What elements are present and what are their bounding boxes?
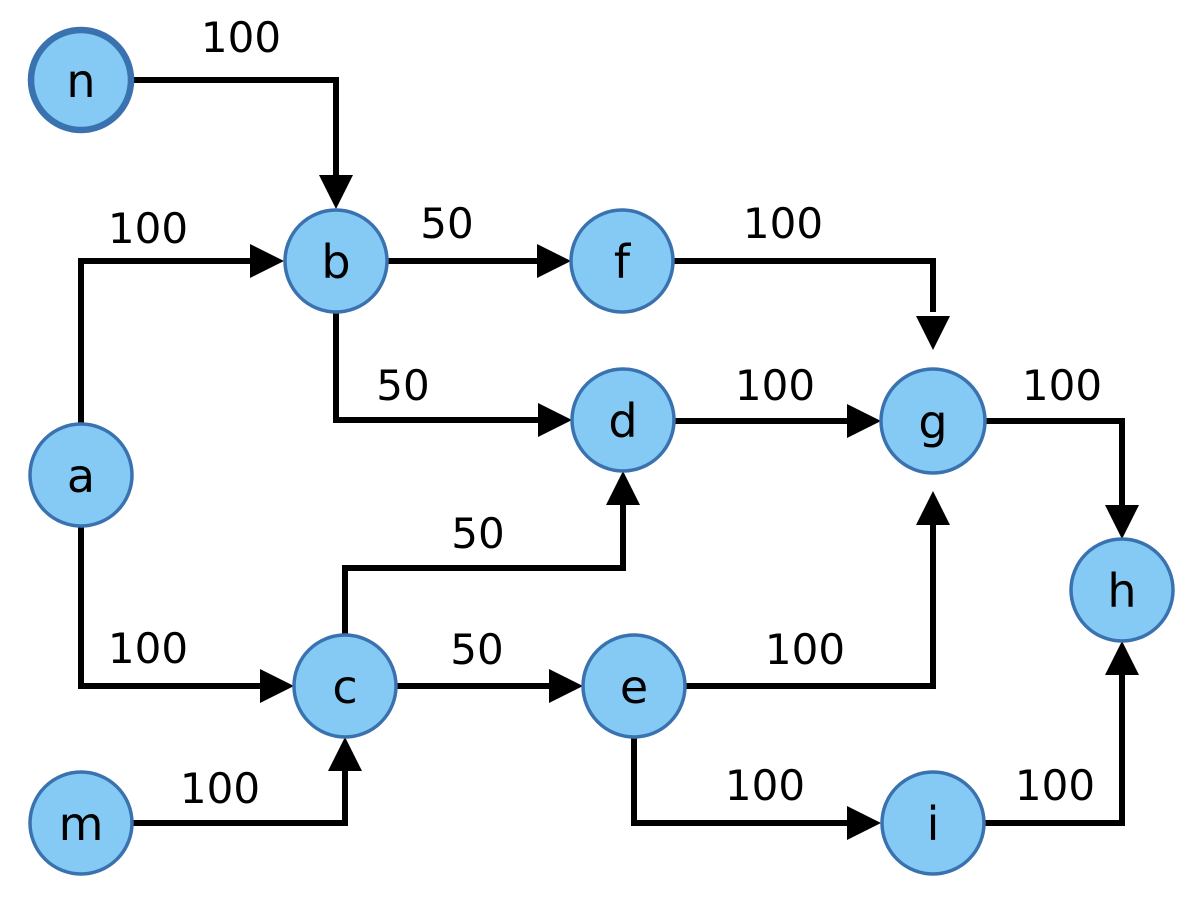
- node-label-f: f: [614, 235, 632, 289]
- edge-line-m-c: [132, 756, 348, 826]
- edge-line-i-h: [984, 660, 1125, 826]
- edge-a-b: [78, 244, 284, 424]
- node-label-a: a: [67, 449, 95, 503]
- arrowhead-icon-g-h: [1105, 505, 1139, 539]
- edge-line-n-b: [131, 77, 339, 190]
- node-circle-g[interactable]: [879, 367, 987, 475]
- arrowhead-icon-d-g: [847, 404, 881, 438]
- node-circle-c[interactable]: [292, 633, 398, 739]
- node-circle-i[interactable]: [880, 770, 986, 876]
- edge-weight-label-b-f: 50: [420, 199, 473, 248]
- node-label-e: e: [620, 660, 648, 714]
- edge-weight-label-g-h: 100: [1022, 361, 1102, 410]
- node-circle-a[interactable]: [28, 422, 134, 528]
- node-circle-n[interactable]: [27, 26, 135, 134]
- node-circle-m[interactable]: [28, 770, 134, 876]
- node-d[interactable]: d: [570, 367, 676, 473]
- edge-c-e: [396, 669, 583, 703]
- arrowhead-icon-n-b: [319, 175, 353, 209]
- edge-weight-label-i-h: 100: [1015, 761, 1095, 810]
- edge-weight-label-e-i: 100: [725, 761, 805, 810]
- edge-weight-label-a-b: 100: [108, 204, 188, 253]
- node-i[interactable]: i: [880, 770, 986, 876]
- edge-g-h: [985, 418, 1139, 539]
- node-label-m: m: [59, 797, 104, 851]
- arrowhead-icon-a-c: [260, 669, 294, 703]
- node-e[interactable]: e: [581, 633, 687, 739]
- edge-labels-layer: 100 100 50 50 100 100 100 100 50 50 100 100 100 100: [108, 13, 1102, 813]
- edge-n-b: [131, 77, 353, 209]
- edge-line-g-h: [985, 418, 1125, 520]
- edge-m-c: [132, 737, 362, 826]
- node-circle-f[interactable]: [569, 208, 675, 314]
- edge-f-g: [673, 258, 950, 350]
- edge-weight-label-d-g: 100: [735, 361, 815, 410]
- edge-a-c: [78, 526, 294, 703]
- edges-layer: [78, 77, 1139, 840]
- edge-line-e-i: [631, 737, 862, 826]
- arrowhead-icon-c-d: [606, 471, 640, 505]
- node-circle-b[interactable]: [283, 208, 389, 314]
- arrowhead-icon-a-b: [250, 244, 284, 278]
- edge-line-e-g: [685, 510, 936, 689]
- edge-weight-label-e-g: 100: [765, 625, 845, 674]
- node-f[interactable]: f: [569, 208, 675, 314]
- arrowhead-icon-b-f: [537, 244, 571, 278]
- node-m[interactable]: m: [28, 770, 134, 876]
- edge-weight-label-m-c: 100: [180, 764, 260, 813]
- node-n[interactable]: n: [27, 26, 135, 134]
- edge-d-g: [674, 404, 881, 438]
- edge-weight-label-b-d: 50: [376, 361, 429, 410]
- edge-line-c-d: [342, 490, 626, 635]
- node-c[interactable]: c: [292, 633, 398, 739]
- node-label-c: c: [332, 660, 357, 714]
- node-circle-e[interactable]: [581, 633, 687, 739]
- node-circle-h[interactable]: [1069, 537, 1175, 643]
- arrowhead-icon-e-i: [847, 806, 881, 840]
- edge-e-i: [631, 737, 881, 840]
- node-label-g: g: [918, 395, 947, 449]
- node-label-n: n: [66, 54, 95, 108]
- edge-weight-label-n-b: 100: [201, 13, 281, 62]
- arrowhead-icon-b-d: [538, 403, 572, 437]
- edge-b-f: [387, 244, 571, 278]
- edge-line-a-b: [78, 258, 265, 424]
- nodes-layer: n b f a d g h c e m i: [27, 26, 1175, 876]
- edge-c-d: [342, 471, 640, 635]
- edge-weight-label-c-e: 50: [450, 625, 503, 674]
- node-label-h: h: [1107, 564, 1136, 618]
- arrowhead-icon-m-c: [328, 737, 362, 771]
- edge-weight-label-a-c: 100: [108, 624, 188, 673]
- arrowhead-icon-c-e: [549, 669, 583, 703]
- node-label-d: d: [608, 394, 637, 448]
- edge-line-b-d: [333, 312, 553, 423]
- arrowhead-icon-f-g: [916, 316, 950, 350]
- node-h[interactable]: h: [1069, 537, 1175, 643]
- node-g[interactable]: g: [879, 367, 987, 475]
- node-b[interactable]: b: [283, 208, 389, 314]
- arrowhead-icon-i-h: [1105, 641, 1139, 675]
- edge-weight-label-c-d: 50: [451, 509, 504, 558]
- edge-i-h: [984, 641, 1139, 826]
- edge-b-d: [333, 312, 572, 437]
- edge-line-a-c: [78, 526, 275, 689]
- edge-weight-label-f-g: 100: [743, 199, 823, 248]
- arrowhead-icon-e-g: [916, 491, 950, 525]
- edge-e-g: [685, 491, 950, 689]
- node-label-i: i: [927, 797, 940, 851]
- node-a[interactable]: a: [28, 422, 134, 528]
- node-circle-d[interactable]: [570, 367, 676, 473]
- node-label-b: b: [321, 235, 350, 289]
- edge-line-f-g: [673, 258, 936, 312]
